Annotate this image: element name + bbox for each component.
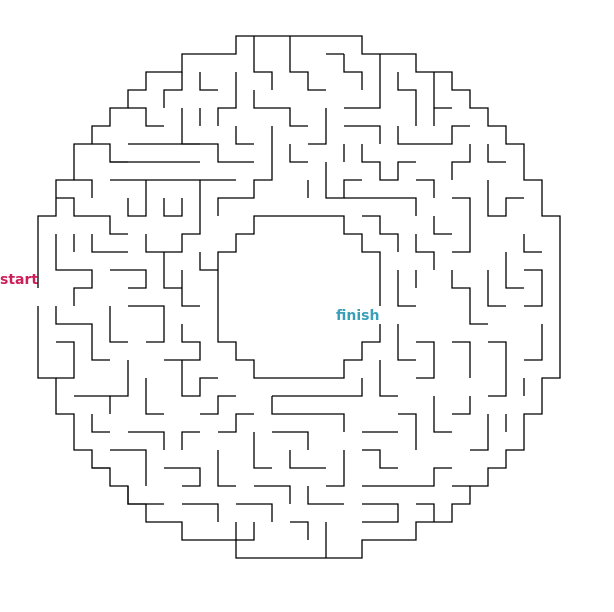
maze-inner-wall bbox=[217, 215, 381, 379]
finish-label: finish bbox=[336, 308, 380, 324]
start-label: start bbox=[0, 272, 39, 288]
maze-outer-wall bbox=[37, 35, 561, 559]
maze-interior-walls bbox=[55, 36, 543, 558]
